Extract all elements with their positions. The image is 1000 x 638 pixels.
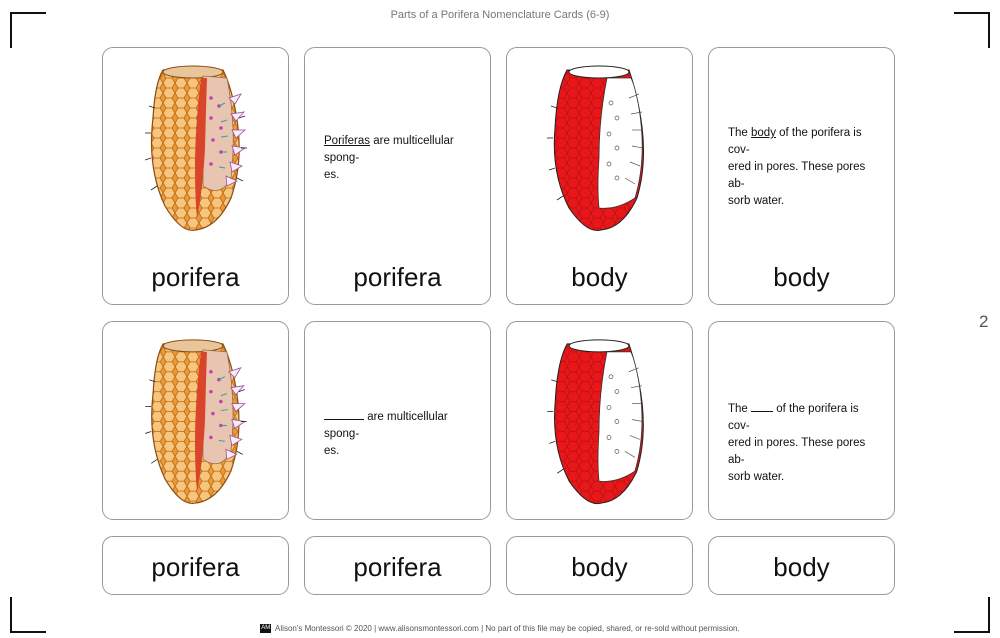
card-word-porifera: porifera [151,262,240,292]
answer-blank [324,407,364,420]
definition-card-porifera: Poriferas are multicellular spong- es. p… [304,47,491,305]
card-word-body: body [571,262,628,292]
label-word: porifera [353,552,442,582]
control-picture-card-body [506,321,693,520]
definition-term: body [751,127,776,139]
answer-blank [751,399,774,412]
card-word-porifera: porifera [353,262,442,292]
control-definition-card-porifera: are multicellular spong- es. [304,321,491,520]
label-word: body [773,552,830,582]
fill-in-definition-body: The of the porifera is cov- ered in pore… [728,399,878,486]
porifera-body-illustration [547,339,644,505]
crop-mark-top-right [954,12,990,48]
picture-card-body: body [506,47,693,305]
footer: AM Alison's Montessori © 2020 | www.alis… [0,624,1000,634]
picture-card-porifera: porifera [102,47,289,305]
porifera-sponge-illustration [144,65,247,231]
porifera-sponge-illustration [145,339,247,504]
control-definition-card-body: The of the porifera is cov- ered in pore… [708,321,895,520]
definition-text-porifera: Poriferas are multicellular spong- es. [324,135,454,181]
crop-mark-bottom-left [10,597,46,633]
porifera-body-illustration [547,65,644,232]
definition-text-body: The body of the porifera is cov- ered in… [728,127,866,207]
definition-term: Poriferas [324,135,371,147]
crop-mark-top-left [10,12,46,48]
copyright-text: Alison's Montessori © 2020 | www.alisons… [275,624,740,633]
document-title: Parts of a Porifera Nomenclature Cards (… [390,9,610,21]
label-word: body [571,552,628,582]
page-number: 2 [979,312,989,331]
card-word-body: body [773,262,830,292]
definition-card-body: The body of the porifera is cov- ered in… [708,47,895,305]
label-word: porifera [151,552,240,582]
crop-mark-bottom-right [954,597,990,633]
label-card-porifera: porifera [102,536,289,595]
label-card-body: body [506,536,693,595]
brand-logo-icon: AM [260,624,272,634]
control-picture-card-porifera [102,321,289,520]
label-card-body-2: body [708,536,895,595]
fill-in-definition-porifera: are multicellular spong- es. [324,407,474,460]
label-card-porifera-2: porifera [304,536,491,595]
